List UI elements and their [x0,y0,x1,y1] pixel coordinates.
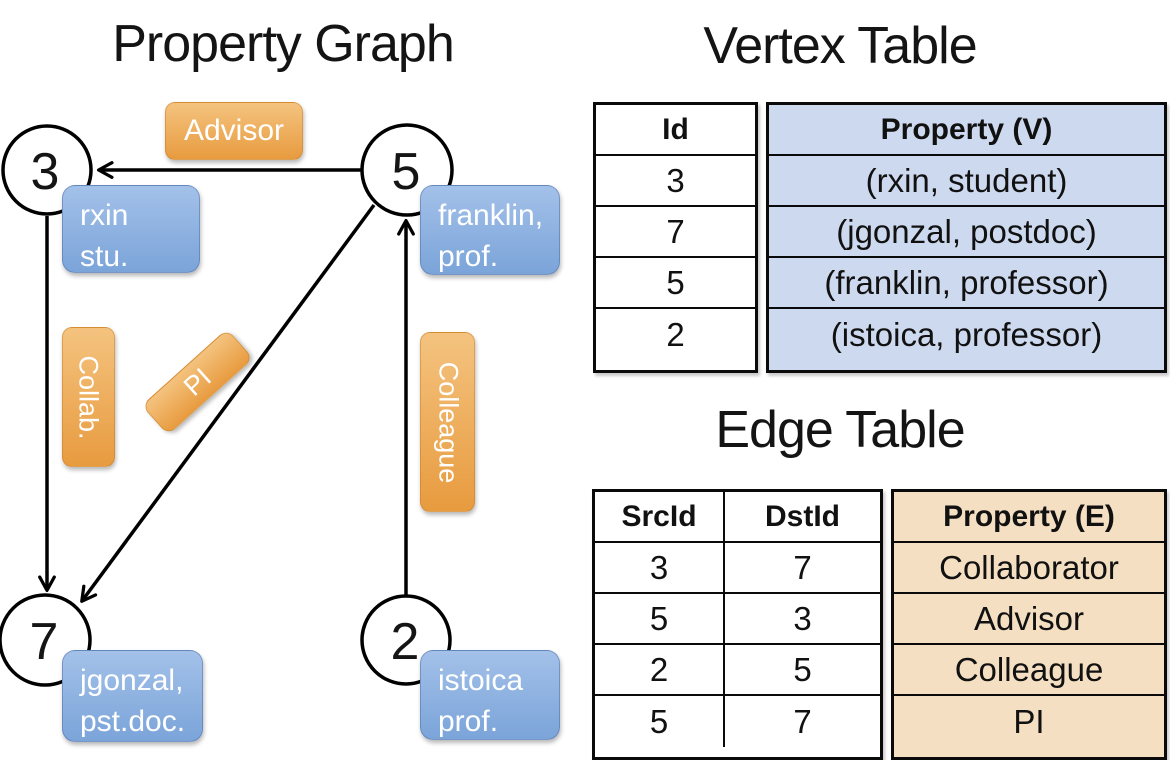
vertex-property-line: pst.doc. [80,705,186,738]
edge-label-collab-text: Collab. [74,354,105,440]
vertex-table-property-column: Property (V) (rxin, student) (jgonzal, p… [766,102,1167,373]
vertex-id-7: 7 [30,613,59,671]
edge-label-advisor: Advisor [165,102,303,160]
table-cell: PI [1013,702,1045,740]
vertex-table-title: Vertex Table [703,17,977,75]
table-cell: 5 [596,258,755,309]
vertex-id-2: 2 [391,613,420,671]
table-cell: (istoica, professor) [830,315,1103,353]
vertex-property-box-7: jgonzal, pst.doc. [62,650,203,742]
table-cell: (franklin, professor) [769,258,1164,309]
table-cell: 5 [595,594,725,643]
vertex-table-id-header: Id [596,105,755,156]
edge-label-advisor-text: Advisor [183,114,285,147]
table-cell: 7 [596,207,755,258]
table-cell: Advisor [894,594,1164,645]
table-cell: Collaborator [894,543,1164,594]
property-graph-title: Property Graph [112,15,455,73]
edge-table-dstid-header: DstId [765,499,840,533]
table-cell: 5 [793,650,812,688]
edge-label-colleague: Colleague [420,332,475,512]
table-cell: 2 [666,315,685,353]
vertex-property-line: rxin [80,199,129,232]
vertex-id-5: 5 [392,143,421,201]
table-cell: 7 [793,548,812,586]
table-cell: 3 [595,543,725,592]
vertex-table-id-column: Id 3 7 5 2 [593,102,758,373]
table-cell: 7 [793,702,812,740]
vertex-id-3: 3 [31,143,60,201]
edge-label-collab: Collab. [62,327,115,467]
vertex-property-line: jgonzal, [80,664,184,697]
vertex-property-box-3: rxin stu. [62,185,200,273]
edge-table-property-column: Property (E) Collaborator Advisor Collea… [891,489,1167,760]
vertex-property-line: prof. [438,705,499,738]
vertex-table-property-header: Property (V) [769,105,1164,156]
edge-label-colleague-text: Colleague [433,361,463,483]
table-cell: 3 [793,599,812,637]
table-cell: 3 [596,156,755,207]
graph-canvas: 3 5 7 2 [0,123,454,687]
edge-label-pi-text: PI [177,361,217,402]
edge-table-srcid-header: SrcId [595,492,725,541]
edge-table-property-header: Property (E) [894,492,1164,543]
edge-line-pi-5-7 [80,203,376,603]
vertex-property-box-5: franklin, prof. [420,185,560,275]
table-cell: (rxin, student) [769,156,1164,207]
table-cell: 2 [595,645,725,694]
table-cell: 5 [595,696,725,747]
edge-table-title: Edge Table [715,401,965,459]
vertex-property-line: stu. [80,240,129,273]
vertex-property-line: franklin, [438,199,544,232]
table-cell: Colleague [894,645,1164,696]
vertex-property-line: istoica [438,664,524,697]
vertex-property-line: prof. [438,240,499,273]
vertex-property-box-2: istoica prof. [420,650,560,740]
table-cell: (jgonzal, postdoc) [769,207,1164,258]
edge-table-id-columns: SrcId DstId 3 7 5 3 2 5 5 7 [592,489,883,760]
